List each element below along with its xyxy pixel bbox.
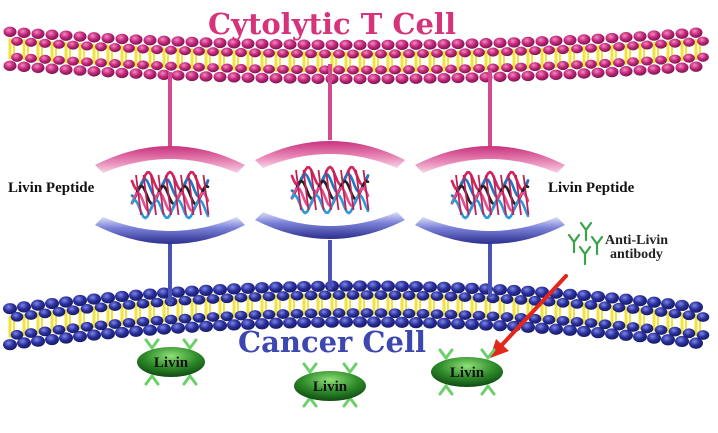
arrow-icon	[490, 274, 568, 358]
livin-protein-middle: Livin	[294, 362, 366, 408]
tcr-mhc-complexes	[95, 141, 565, 244]
antibody-icon-group	[567, 221, 604, 266]
tcr-complex-icon	[255, 141, 405, 239]
peptide-helix-icon	[290, 165, 370, 215]
receptor-stalks	[168, 64, 492, 305]
t-cell-membrane	[3, 26, 709, 85]
cancer-cell-title: Cancer Cell	[238, 325, 426, 359]
tcr-complex-icon	[95, 146, 245, 244]
livin-label: Livin	[313, 379, 348, 395]
livin-protein-right: Livin	[431, 348, 503, 396]
livin-label: Livin	[450, 365, 485, 381]
peptide-label-left: Livin Peptide	[8, 180, 95, 196]
peptide-helix-icon	[130, 170, 210, 220]
livin-protein-left: Livin	[137, 338, 205, 386]
t-cell-title: Cytolytic T Cell	[208, 7, 456, 41]
tcr-complex-icon	[415, 146, 565, 244]
antibody-label-line1: Anti-Livin	[605, 233, 668, 248]
peptide-label-right: Livin Peptide	[548, 180, 635, 196]
livin-label: Livin	[154, 355, 189, 371]
cancer-cell-membrane	[3, 280, 710, 351]
peptide-helix-icon	[450, 170, 530, 220]
antibody-label-line2: antibody	[610, 247, 663, 262]
